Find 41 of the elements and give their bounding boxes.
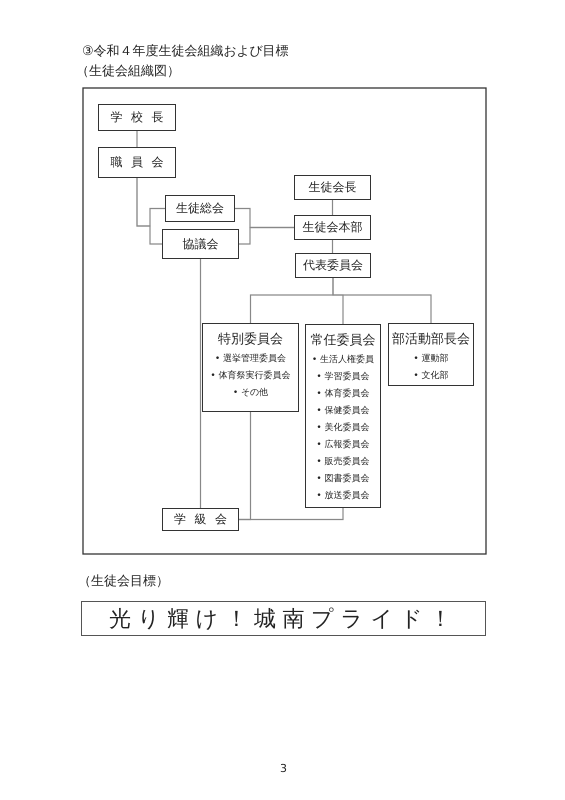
heading-text: 特別委員会 (218, 331, 283, 348)
committee-box (202, 323, 299, 412)
connector-line (200, 259, 202, 508)
heading-text: 常任委員会 (310, 332, 376, 349)
org-box: 学校長 (98, 104, 176, 131)
list-item: • 文化部 (413, 370, 449, 383)
org-box: 生徒会本部 (294, 215, 371, 240)
org-box: 職員会 (98, 147, 176, 178)
page-number: 3 (280, 762, 287, 775)
section-title: ③令和４年度生徒会組織および目標 (82, 43, 289, 60)
list-item: • 体育祭実行委員会 (210, 369, 291, 383)
org-box: 代表委員会 (295, 253, 371, 278)
list-item: • その他 (232, 386, 268, 400)
committee-box (305, 324, 381, 508)
list-item: • 生活人権委員 (312, 353, 374, 367)
org-box: 生徒会長 (294, 175, 371, 200)
committee-box (388, 323, 474, 386)
list-item: • 体育委員会 (316, 387, 370, 401)
list-item: • 保健委員会 (316, 404, 370, 418)
connector-line (136, 178, 162, 245)
subheading: （生徒会組織図） (76, 63, 180, 80)
connector-line (239, 508, 344, 520)
list-item: • 販売委員会 (316, 455, 370, 469)
connector-line (332, 200, 334, 215)
list-item: • 美化委員会 (316, 421, 370, 435)
list-item: • 放送委員会 (316, 489, 370, 503)
connector-line (332, 278, 432, 323)
connector-line (136, 131, 138, 147)
list-item: • 図書委員会 (316, 472, 370, 486)
org-box: 学級会 (162, 508, 239, 531)
connector-line (239, 226, 294, 245)
org-box: 協議会 (162, 229, 239, 259)
list-item: • 選挙管理委員会 (214, 352, 286, 366)
connector-line (332, 240, 334, 253)
org-box: 生徒総会 (165, 195, 235, 222)
slogan-box: 光り輝け！城南プライド！ (81, 601, 486, 636)
list-item: • 広報委員会 (316, 438, 370, 452)
list-item: • 学習委員会 (316, 370, 370, 384)
heading-text: 部活動部長会 (392, 331, 470, 348)
list-item: • 運動部 (413, 352, 449, 366)
subheading: （生徒会目標） (78, 573, 169, 590)
